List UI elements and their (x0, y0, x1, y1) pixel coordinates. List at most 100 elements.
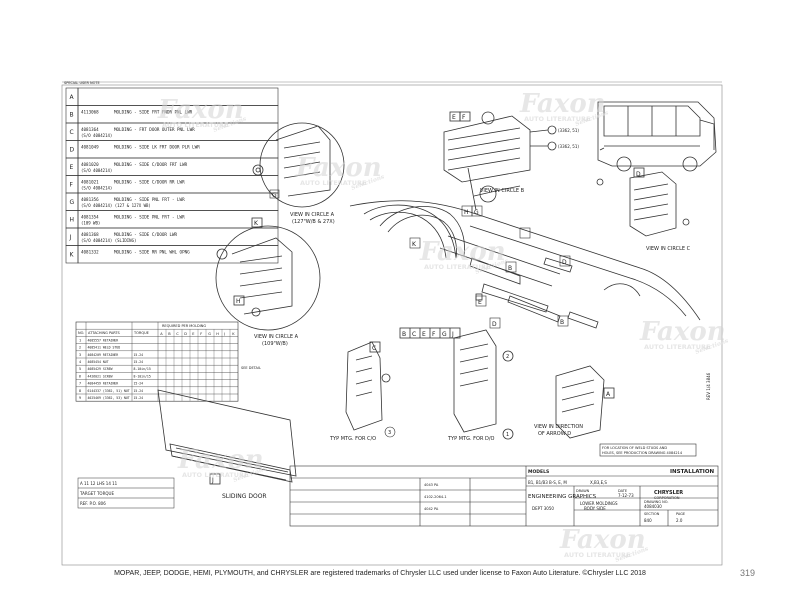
fastener-row-torque: 15-24 (134, 353, 144, 357)
parts-row-number: 4081356 (81, 197, 99, 202)
drawing-no-label: DRAWING NO. (644, 500, 668, 504)
fastener-col-letter: K (232, 332, 235, 336)
fastener-row-part: 4084209 RETAINER (88, 353, 119, 357)
parts-row-desc: MOLDING - SIDE LK FRT DOOR PLR LWR (114, 145, 200, 150)
view-circle-a-127-detail (252, 122, 345, 208)
van-side-panel (349, 167, 701, 329)
svg-text:F: F (432, 331, 436, 338)
parts-row-number: 4113068 (81, 110, 99, 115)
fastener-row-no: 8 (79, 389, 81, 393)
models-value-2: X,B3,E,S (590, 480, 607, 485)
svg-text:H: H (464, 209, 469, 216)
parts-row-desc: MOLDING - SIDE C/DOOR RR LWR (114, 180, 185, 185)
watermark-brand: Faxon (157, 95, 244, 125)
company-sub: CORPORATION (654, 496, 680, 500)
watermark-sub: AUTO LITERATURE (564, 551, 630, 559)
dept-label: ENGINEERING GRAPHICS (528, 494, 597, 500)
small-table-row-3: REF. P.O. 806 (80, 501, 106, 506)
drawing-no-value: 4084030 (644, 504, 662, 509)
callout-c-letter: C (372, 345, 376, 352)
side-tag: REV 1/4 3846 (706, 372, 711, 400)
parts-row-note: (109 WB) (81, 221, 100, 226)
parts-row-letter: C (70, 129, 74, 136)
typical-mounting-co (345, 341, 391, 431)
fastener-row-part: 4085557 RETAINER (88, 338, 119, 342)
fastener-row-torque: 15-24 (134, 382, 144, 386)
callout-f-letter: F (462, 114, 466, 121)
view-circle-a-109-detail (215, 217, 321, 331)
parts-row-desc: MOLDING - SIDE RR PNL WHL OPNG (114, 250, 190, 255)
parts-row-desc: MOLDING - SIDE C/DOOR LWR (114, 232, 178, 237)
view-circle-a-sub: (127"W/B & 27X) (292, 219, 335, 225)
fastener-row-no: 7 (79, 382, 81, 386)
title-block (289, 465, 719, 527)
fastener-header-no: NO. (78, 331, 84, 335)
drawn-label: DRAWN (576, 489, 590, 493)
fastener-col-letter: B (168, 332, 171, 336)
svg-text:C: C (412, 331, 416, 338)
svg-text:E: E (422, 331, 426, 338)
fastener-col-letter: H (216, 332, 219, 336)
parts-row-letter: E (70, 164, 74, 171)
watermark-brand: Faxon (419, 237, 506, 267)
parts-row-letter: G (70, 199, 75, 206)
parts-row-note: (S/O 4084214) (81, 168, 112, 173)
parts-row-desc: MOLDING - SIDE PNL FRT - LWR (114, 197, 185, 202)
fastener-row-no: 1 (79, 338, 81, 342)
parts-row-number: 4081332 (81, 250, 99, 255)
watermark-brand: Faxon (559, 525, 646, 555)
models-value: B1, B1/B3 B-S, E, M (528, 480, 567, 485)
date-label: DATE (618, 489, 627, 493)
parts-row-number: 4081368 (81, 232, 99, 237)
ref-number-3: 3 (388, 430, 391, 436)
parts-row-desc: MOLDING - FRT DOOR OUTER PNL LWR (114, 127, 195, 132)
fastener-row-torque: 15-24 (134, 389, 144, 393)
view-circle-c-detail (596, 167, 690, 237)
watermark-brand: Faxon (295, 153, 382, 183)
page-number: 319 (740, 568, 756, 578)
fastener-col-letter: G (208, 332, 211, 336)
fastener-header-required: REQUIRED PER MOLDING (162, 324, 206, 328)
parts-row-number: 4081021 (81, 180, 99, 185)
svg-text:B: B (402, 331, 406, 338)
fastener-col-letter: A (160, 332, 163, 336)
parts-row-note: (S/O 4084214) (127 & 127X WB) (81, 203, 151, 208)
callout-k-letter: K (254, 220, 259, 227)
main-view-callouts (409, 205, 571, 329)
svg-text:B: B (560, 319, 564, 326)
parts-row-letter: H (70, 217, 75, 224)
view-circle-a-109-label: VIEW IN CIRCLE A (254, 334, 299, 340)
page-value: 2.0 (676, 518, 683, 523)
fastener-row-part: 6144337 (3362, 51) NUT (88, 389, 130, 393)
header-strip: SPECIAL USER NOTE (64, 81, 100, 85)
parts-row-number: 4081354 (81, 215, 99, 220)
callout-d-letter: D (636, 171, 641, 178)
change-row-2: 4102-2064-1 (424, 495, 447, 499)
models-label: MODELS (528, 469, 549, 475)
view-direction-sub: OF ARROW D (538, 431, 571, 437)
small-reference-table (77, 477, 175, 509)
parts-row-letter: A (70, 94, 75, 101)
ref-number-2: 2 (506, 354, 509, 360)
sliding-door-label: SLIDING DOOR (222, 493, 267, 500)
svg-text:D: D (562, 259, 567, 266)
view-direction-arrow-d (555, 365, 615, 439)
date-value: 7-12-73 (618, 493, 634, 498)
callout-a-letter: A (606, 391, 611, 398)
view-circle-a-109-sub: (109"W/B) (262, 341, 288, 347)
fastener-row-torque: 15-24 (134, 396, 144, 400)
bolt-note-1: FOR LOCATION OF WELD STUDS AND (602, 446, 667, 450)
view-circle-c-label: VIEW IN CIRCLE C (646, 246, 691, 252)
fastener-note: SEE DETAIL (241, 366, 261, 370)
fastener-col-letter: J (223, 332, 225, 336)
fastener-row-torque: 8-10in/15 (134, 367, 151, 371)
watermark-sub: AUTO LITERATURE (424, 263, 490, 271)
watermark-brand: Faxon (639, 317, 726, 347)
view-direction-label: VIEW IN DIRECTION (534, 424, 583, 430)
drawing-border (61, 84, 723, 566)
parts-row-letter: K (70, 252, 75, 259)
watermark-brand: Faxon (177, 445, 264, 475)
